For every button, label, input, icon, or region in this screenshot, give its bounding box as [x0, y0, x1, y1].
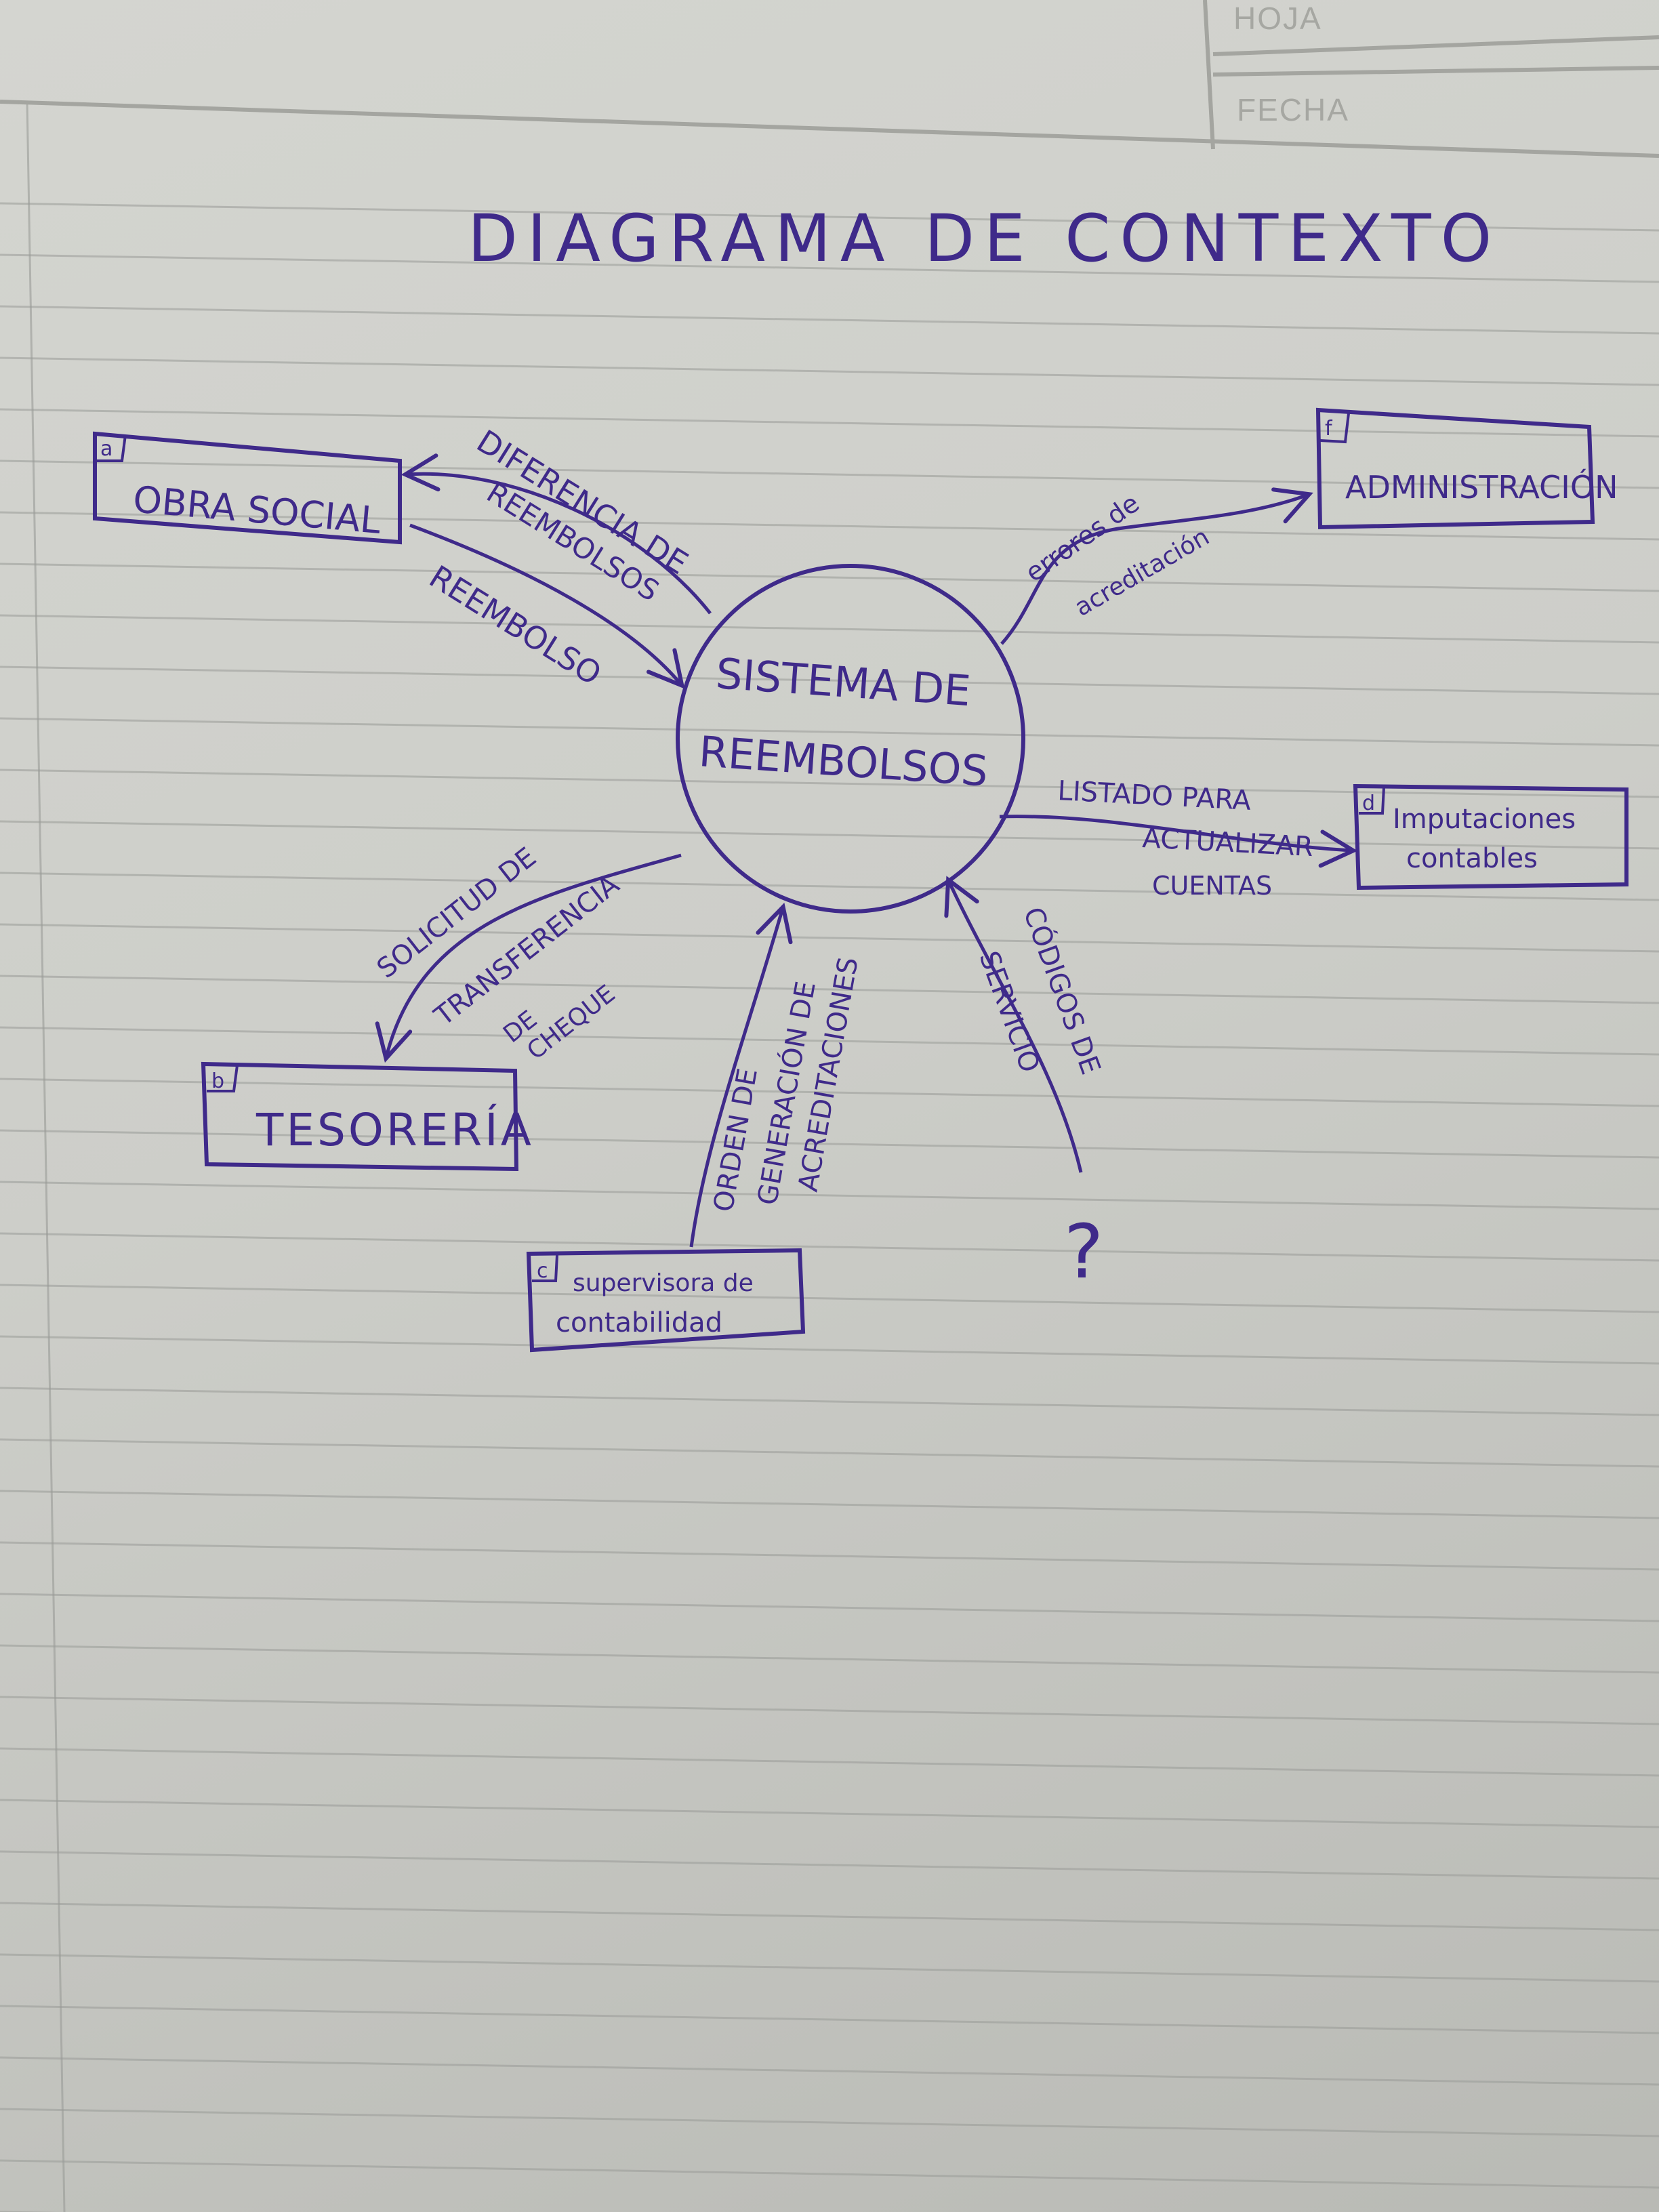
entity-box	[201, 1061, 519, 1172]
ruled-line	[0, 1335, 1659, 1365]
ruled-line	[0, 2005, 1659, 2034]
ruled-line	[0, 1438, 1659, 1468]
diagram-title: DIAGRAMA DE CONTEXTO	[468, 201, 1501, 276]
date-label: FECHA	[1237, 92, 1349, 127]
ruled-line	[0, 2108, 1659, 2137]
entity-label-line2: contabilidad	[556, 1307, 722, 1338]
ruled-line	[0, 253, 1659, 283]
ruled-line	[0, 1953, 1659, 1983]
flow-label-listado-2: ACTUALIZAR	[1141, 823, 1313, 863]
ruled-line	[0, 1644, 1659, 1674]
process-label-line2: REEMBOLSOS	[697, 726, 989, 796]
ruled-line	[0, 459, 1659, 489]
flow-arrow-orden	[689, 902, 793, 1248]
entity-box	[93, 431, 402, 545]
ruled-line	[0, 562, 1659, 592]
ruled-line	[0, 305, 1659, 335]
corner-mark	[532, 1254, 558, 1282]
flow-label-reembolso: REEMBOLSO	[423, 558, 608, 693]
ruled-line	[0, 2159, 1659, 2189]
ruled-line	[0, 1129, 1659, 1159]
entity-imputaciones-contables: d Imputaciones contables	[1353, 783, 1629, 890]
flow-arrow-solicitud	[375, 853, 682, 1063]
entity-tesoreria: b TESORERÍA	[201, 1061, 534, 1172]
ruled-line	[0, 717, 1659, 747]
margin-line	[26, 101, 66, 2212]
ruled-line	[0, 1902, 1659, 1931]
entity-box	[1315, 407, 1595, 530]
process-circle	[676, 564, 1025, 914]
ruled-line	[0, 614, 1659, 644]
flow-arrow-errores	[1000, 487, 1313, 645]
ruled-line	[0, 1284, 1659, 1313]
entity-supervisora-contabilidad: c supervisora de contabilidad	[526, 1248, 806, 1353]
header-box-line	[1212, 66, 1659, 77]
flow-arrow-reembolso	[409, 523, 685, 689]
corner-mark	[1319, 413, 1350, 444]
entity-label: TESORERÍA	[255, 1103, 534, 1156]
unknown-entity-mark: ?	[1064, 1208, 1103, 1295]
ruled-line	[0, 1387, 1659, 1416]
ruled-line	[0, 511, 1659, 541]
ruled-line	[0, 820, 1659, 850]
ruled-line	[0, 872, 1659, 901]
header-divider	[1203, 0, 1215, 150]
flow-arrow-diferencia	[401, 453, 712, 615]
ruled-line	[0, 1181, 1659, 1210]
entity-tag: f	[1325, 417, 1333, 441]
ruled-line	[0, 665, 1659, 695]
entity-obra-social: a OBRA SOCIAL	[93, 431, 402, 545]
ruled-line	[0, 2056, 1659, 2086]
entity-box	[526, 1248, 806, 1353]
ruled-line	[0, 923, 1659, 953]
entity-tag: c	[537, 1259, 548, 1283]
ruled-line	[0, 1078, 1659, 1107]
flow-arrow-listado	[999, 815, 1358, 868]
ruled-line	[0, 1850, 1659, 1880]
corner-mark	[95, 434, 127, 462]
ruled-line	[0, 1799, 1659, 1828]
entity-label-line1: supervisora de	[573, 1269, 754, 1297]
entity-label-line1: Imputaciones	[1393, 804, 1576, 835]
entity-label: ADMINISTRACIÓN	[1345, 469, 1618, 506]
corner-mark	[1359, 787, 1385, 815]
ruled-line	[0, 1593, 1659, 1622]
flow-arrow-codigos	[944, 876, 1083, 1173]
ruled-line	[0, 1232, 1659, 1262]
ruled-line	[0, 1747, 1659, 1777]
entity-tag: d	[1362, 792, 1375, 815]
ruled-line	[0, 202, 1659, 232]
entity-tag: a	[100, 437, 112, 461]
entity-tag: b	[211, 1069, 224, 1093]
entity-administracion: f ADMINISTRACIÓN	[1315, 407, 1618, 530]
header-box-line	[1212, 35, 1659, 56]
ruled-line	[0, 1541, 1659, 1571]
sheet-label: HOJA	[1233, 1, 1322, 36]
corner-mark	[207, 1065, 239, 1092]
ruled-line	[0, 1696, 1659, 1725]
flow-label-listado-3: CUENTAS	[1152, 871, 1272, 901]
ruled-line	[0, 1026, 1659, 1056]
entity-label-line2: contables	[1406, 843, 1538, 874]
ruled-line	[0, 975, 1659, 1004]
ruled-line	[0, 408, 1659, 438]
ruled-line	[0, 1490, 1659, 1519]
header-rule	[0, 100, 1659, 158]
process-label-line1: SISTEMA DE	[714, 649, 972, 716]
flow-label-codigos-2: SERVICIO	[973, 947, 1046, 1077]
ruled-line	[0, 356, 1659, 386]
flow-label-listado-1: LISTADO PARA	[1057, 775, 1252, 817]
